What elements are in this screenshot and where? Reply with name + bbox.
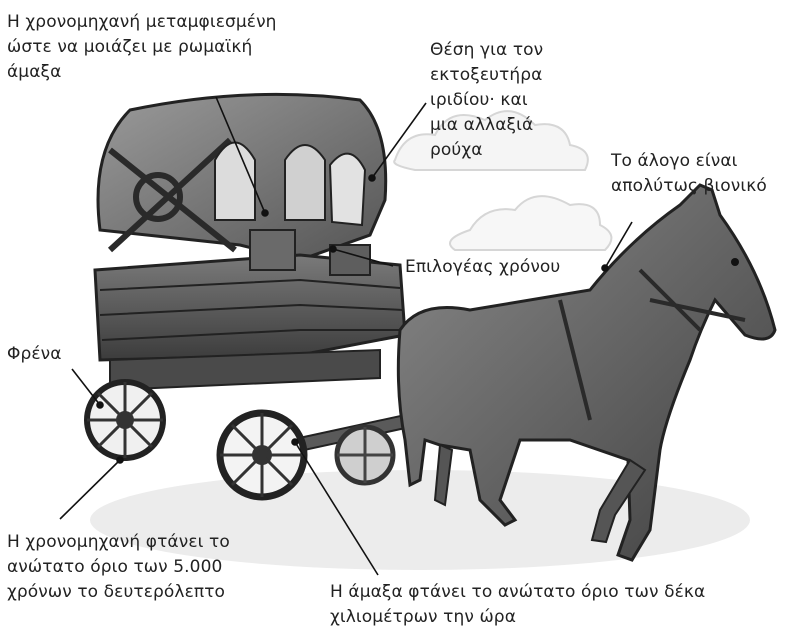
label-time-speed: Η χρονομηχανή φτάνει το ανώτατο όριο των… (7, 532, 230, 602)
wagon-body (93, 229, 407, 392)
label-selector: Επιλογέας χρόνου (405, 257, 561, 277)
front-wheel (216, 409, 308, 501)
label-cart-speed: Η άμαξα φτάνει το ανώτατο όριο των δέκα … (330, 582, 706, 627)
far-wheel (334, 424, 396, 486)
leader-cart-speed (294, 441, 379, 576)
horse (396, 183, 777, 562)
wagon-canopy (96, 92, 388, 262)
rear-wheel (84, 379, 166, 461)
label-disguise: Η χρονομηχανή μεταμφιεσμένη ώστε να μοιά… (7, 12, 277, 82)
leader-disguise (215, 96, 266, 214)
label-storage: Θέση για τον εκτοξευτήρα ιριδίου· και μι… (430, 40, 544, 160)
leader-brakes (71, 368, 101, 406)
label-brakes: Φρένα (7, 344, 62, 364)
leader-selector (332, 248, 394, 267)
leader-time-speed (59, 459, 121, 520)
leader-storage (371, 102, 427, 179)
leader-lines (59, 96, 633, 576)
label-horse: Το άλογο είναι απολύτως βιονικό (611, 151, 767, 196)
leader-horse (604, 221, 633, 269)
clouds (393, 110, 613, 251)
